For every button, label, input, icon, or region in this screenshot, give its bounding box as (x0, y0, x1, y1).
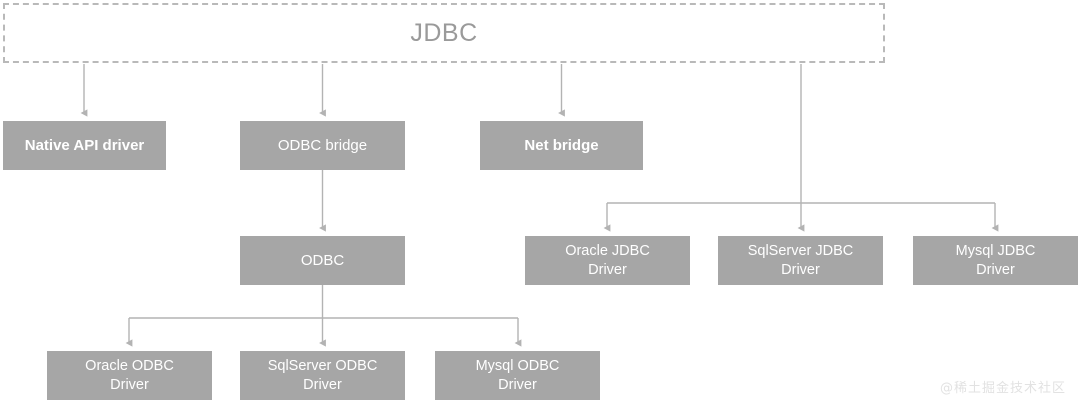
node-label: Mysql JDBC Driver (955, 242, 1036, 278)
node-mysql-jdbc-driver[interactable]: Mysql JDBC Driver (913, 236, 1078, 285)
node-label: Mysql ODBC Driver (475, 357, 560, 393)
node-sqlserver-odbc-driver[interactable]: SqlServer ODBC Driver (240, 351, 405, 400)
jdbc-container: JDBC (3, 3, 885, 63)
node-label: ODBC (300, 251, 345, 269)
node-native-api-driver[interactable]: Native API driver (3, 121, 166, 170)
node-label: Net bridge (524, 136, 599, 154)
node-sqlserver-jdbc-driver[interactable]: SqlServer JDBC Driver (718, 236, 883, 285)
node-label: SqlServer JDBC Driver (747, 242, 854, 278)
node-label: ODBC bridge (277, 136, 368, 154)
node-label: Native API driver (24, 136, 145, 154)
node-oracle-jdbc-driver[interactable]: Oracle JDBC Driver (525, 236, 690, 285)
node-odbc-bridge[interactable]: ODBC bridge (240, 121, 405, 170)
node-odbc[interactable]: ODBC (240, 236, 405, 285)
node-mysql-odbc-driver[interactable]: Mysql ODBC Driver (435, 351, 600, 400)
node-oracle-odbc-driver[interactable]: Oracle ODBC Driver (47, 351, 212, 400)
jdbc-container-title: JDBC (410, 18, 478, 47)
node-label: Oracle ODBC Driver (85, 357, 174, 393)
node-label: SqlServer ODBC Driver (267, 357, 378, 393)
node-label: Oracle JDBC Driver (565, 242, 650, 278)
node-net-bridge[interactable]: Net bridge (480, 121, 643, 170)
watermark: @稀土掘金技术社区 (939, 381, 1066, 396)
